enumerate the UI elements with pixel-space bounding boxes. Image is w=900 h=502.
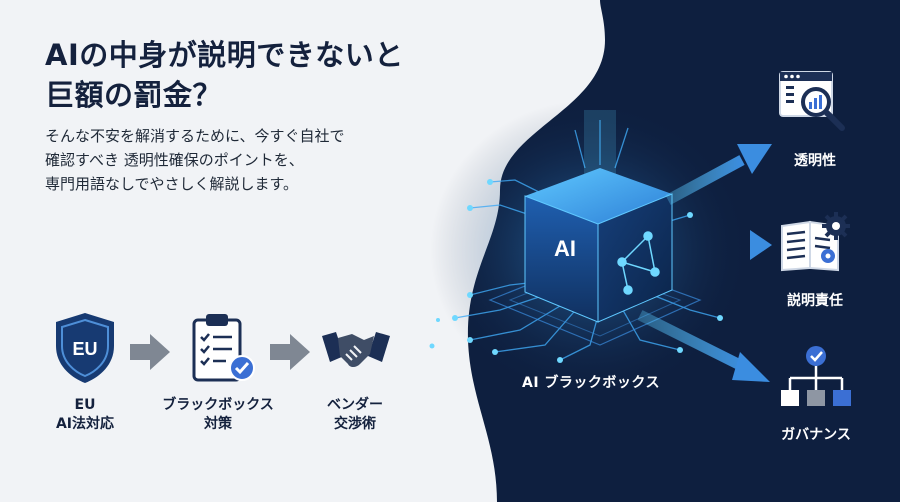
- eu-shield-icon: EU: [50, 310, 120, 385]
- org-chart-icon: [778, 344, 854, 410]
- lead-paragraph: そんな不安を解消するために、今すぐ自社で 確認すべき 透明性確保のポイントを、 …: [45, 124, 425, 196]
- blackbox-caption: AI ブラックボックス: [522, 375, 660, 391]
- cube-ai-label: AI: [554, 236, 576, 261]
- step-vendor-label: ベンダー 交渉術: [310, 396, 400, 434]
- handshake-icon: [320, 322, 392, 378]
- step-blackbox-line-2: 対策: [204, 416, 232, 432]
- step-vendor-line-1: ベンダー: [327, 397, 383, 413]
- clipboard-check-icon: [188, 310, 258, 385]
- circuit-nodes: [429, 179, 723, 363]
- ai-cube: [524, 168, 673, 323]
- lead-line-3: 専門用語なしでやさしく解説します。: [45, 175, 299, 193]
- magnifier-report-icon: [776, 68, 852, 134]
- headline-line-1: AIの中身が説明できないと: [45, 38, 404, 72]
- headline: AIの中身が説明できないと 巨額の罰金？: [45, 35, 465, 115]
- lead-line-1: そんな不安を解消するために、今すぐ自社で: [45, 127, 345, 145]
- eu-badge-text: EU: [72, 339, 97, 359]
- output-accountability-label: 説明責任: [787, 293, 843, 309]
- output-governance-label: ガバナンス: [781, 427, 851, 443]
- output-arrows: [637, 144, 772, 382]
- step-vendor-line-2: 交渉術: [334, 416, 376, 432]
- step-eu-line-2: AI法対応: [55, 416, 115, 432]
- step-eu-line-1: EU: [74, 397, 96, 413]
- output-transparency-label: 透明性: [794, 153, 836, 169]
- step-blackbox-label: ブラックボックス 対策: [148, 396, 288, 434]
- headline-line-2: 巨額の罰金？: [45, 78, 223, 112]
- lead-line-2: 確認すべき 透明性確保のポイントを、: [45, 151, 304, 169]
- process-arrows: [130, 334, 310, 370]
- step-eu-label: EU AI法対応: [35, 396, 135, 434]
- book-gear-icon: [778, 208, 854, 274]
- step-blackbox-line-1: ブラックボックス: [162, 397, 274, 413]
